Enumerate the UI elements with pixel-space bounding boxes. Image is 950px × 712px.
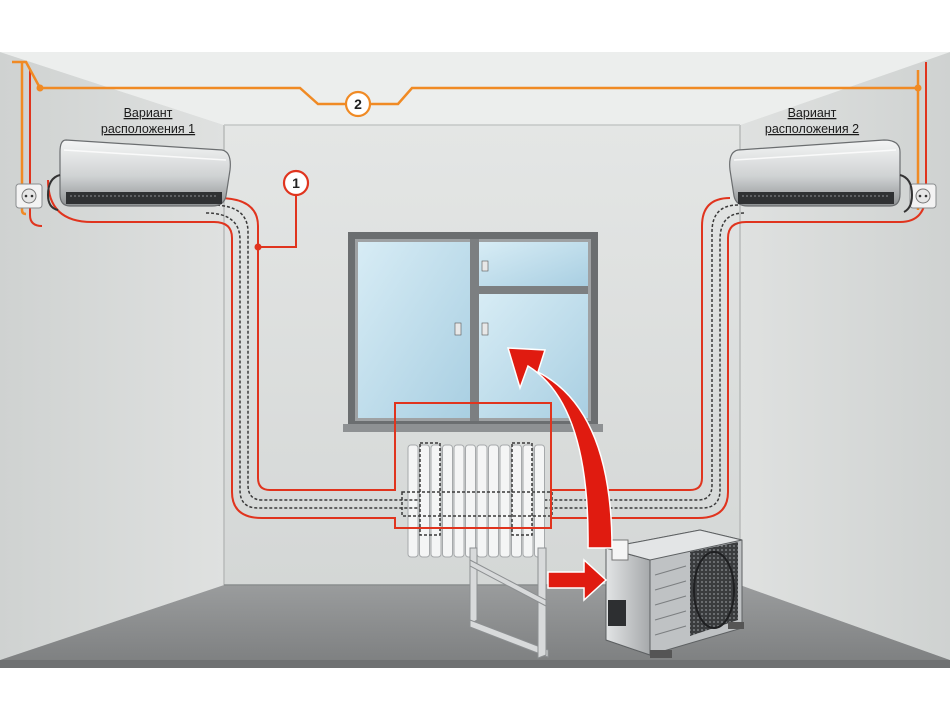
- left-tubing-route: [211, 204, 420, 501]
- radiator-fin: [534, 444, 545, 558]
- radiator-fin: [419, 444, 430, 558]
- route-1-outline-right: [551, 197, 747, 519]
- label-variant-2: Вариант расположения 2: [765, 106, 859, 136]
- curved-arrow-up: [506, 347, 613, 549]
- route-1-outline-left: [213, 197, 552, 529]
- indoor-unit-right: [729, 139, 914, 213]
- marker-2-number: 2: [354, 96, 362, 112]
- arrow-right: [547, 558, 608, 602]
- label-variant-1-line-1: Вариант: [124, 106, 173, 120]
- radiator-fin: [407, 444, 419, 558]
- radiator-fin: [488, 444, 499, 558]
- radiator-fin: [511, 444, 522, 558]
- outdoor-unit-bracket: [469, 547, 549, 659]
- right-tubing-route: [545, 204, 739, 501]
- window-transom: [479, 242, 588, 286]
- marker-2: 2: [344, 90, 372, 118]
- socket-left: [15, 183, 43, 209]
- indoor-unit-left: [46, 139, 231, 211]
- window-left-pane: [358, 242, 470, 418]
- label-variant-1-line-2: расположения 1: [101, 122, 195, 136]
- radiator-fin: [499, 444, 511, 558]
- radiator-fin: [476, 444, 488, 558]
- radiator-pipe-outline: [511, 442, 533, 536]
- label-variant-1: Вариант расположения 1: [101, 106, 195, 136]
- outdoor-unit: [605, 529, 744, 658]
- route-2-cable: [12, 60, 918, 106]
- radiator-fin: [442, 444, 453, 558]
- outdoor-unit-fan-grill: [690, 542, 738, 636]
- marker-1: 1: [282, 169, 310, 197]
- label-variant-2-line-2: расположения 2: [765, 122, 859, 136]
- radiator-fin: [465, 444, 476, 558]
- marker-1-number: 1: [292, 175, 300, 191]
- radiator-pipe-outline: [419, 442, 441, 536]
- label-variant-2-line-1: Вариант: [788, 106, 837, 120]
- socket-right: [909, 183, 937, 209]
- airflow-arrows: [506, 347, 613, 602]
- radiator-fin: [453, 444, 465, 558]
